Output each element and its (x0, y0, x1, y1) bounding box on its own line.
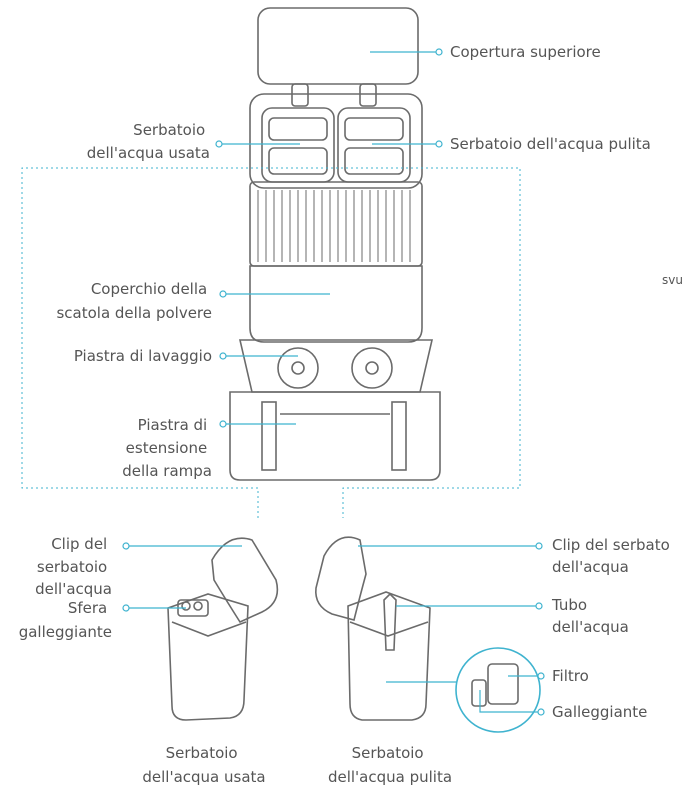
label-filter: Filtro (552, 667, 589, 685)
caption-used-tank: Serbatoio dell'acqua usata (142, 744, 265, 786)
hinge-left (291, 83, 309, 107)
dust-box-lid-shape (249, 265, 423, 343)
label-top-cover: Copertura superiore (450, 43, 601, 61)
clean-water-tank-illustration (315, 536, 541, 733)
filter-zoom-circle (455, 647, 541, 733)
labels: Copertura superiore Serbatoio dell'acqua… (19, 43, 683, 786)
ribbed-body-shape (249, 181, 423, 267)
label-side-truncated: svu (662, 273, 683, 287)
label-ramp-plate: Piastra di estensione della rampa (122, 416, 212, 480)
base-station-illustration (229, 7, 441, 481)
label-water-tube: Tubo dell'acqua (551, 596, 629, 636)
upper-body-shape (249, 93, 423, 189)
used-water-tank-illustration (167, 537, 279, 721)
ribs (257, 190, 411, 262)
wash-plate-shape (238, 339, 434, 393)
label-left-tank-clip: Clip del serbatoio dell'acqua (35, 535, 112, 598)
label-float: Galleggiante (552, 703, 647, 721)
used-tank-compartment (261, 107, 335, 183)
label-wash-plate: Piastra di lavaggio (74, 347, 212, 365)
callout-lines (122, 48, 545, 716)
label-float-ball: Sfera galleggiante (19, 599, 112, 641)
label-used-tank-top: Serbatoio dell'acqua usata (87, 121, 210, 162)
hinge-right (359, 83, 377, 107)
dotted-connector (21, 167, 521, 518)
label-clean-tank-top: Serbatoio dell'acqua pulita (450, 135, 651, 153)
label-right-tank-clip: Clip del serbato dell'acqua (552, 536, 675, 576)
top-cover-shape (257, 7, 419, 85)
ramp-plate-shape (229, 391, 441, 481)
clean-tank-compartment (337, 107, 411, 183)
caption-clean-tank: Serbatoio dell'acqua pulita (328, 744, 452, 786)
label-dust-box-lid: Coperchio della scatola della polvere (56, 280, 212, 322)
